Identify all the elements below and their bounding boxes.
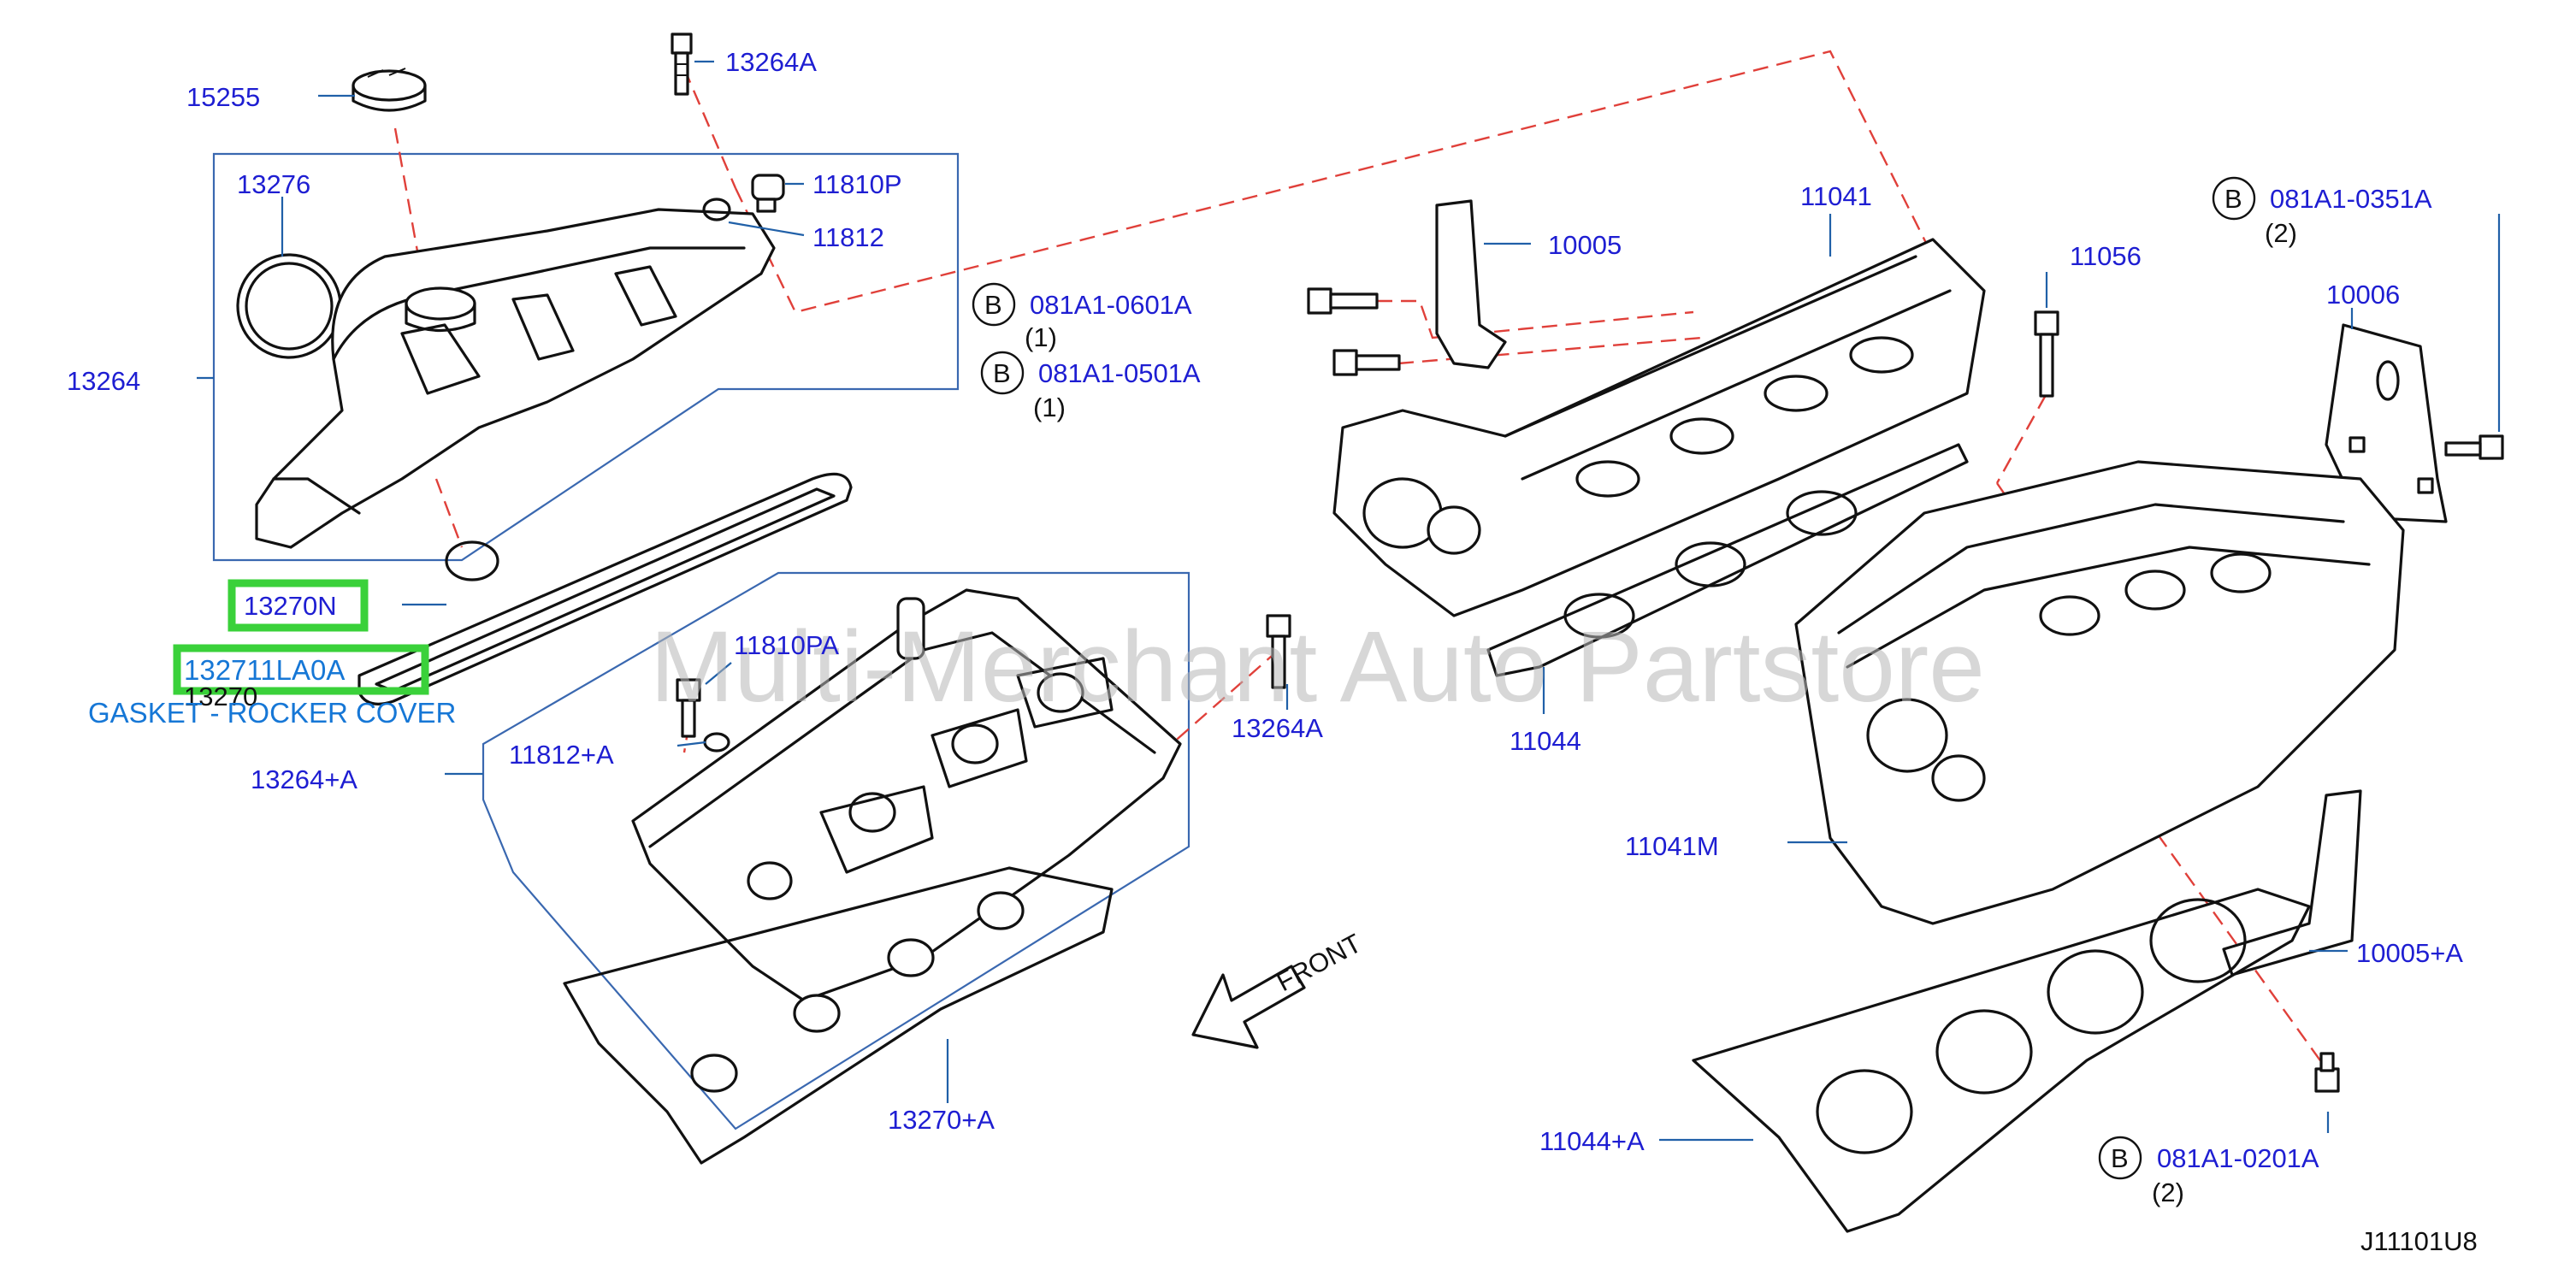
bolt-qty: (2) bbox=[2265, 218, 2297, 248]
dash-oring bbox=[434, 478, 464, 548]
highlight-132711LA0A[interactable] bbox=[173, 644, 429, 695]
gasket-13270-plus-A bbox=[563, 866, 1114, 1165]
cylinder-head-11041 bbox=[1332, 238, 1986, 617]
dash-13264A-top bbox=[682, 68, 737, 189]
label-13270plusA[interactable]: 13270+A bbox=[888, 1105, 995, 1135]
front-arrow-icon bbox=[1191, 965, 1306, 1049]
sensor-11810PA bbox=[676, 678, 701, 738]
bolt-code: 081A1-0501A bbox=[1038, 358, 1201, 388]
label-10005plusA[interactable]: 10005+A bbox=[2356, 938, 2463, 968]
plug-seal-3 bbox=[887, 938, 935, 977]
o-ring-13270N bbox=[445, 540, 499, 581]
callout-081A1-0351A[interactable]: B 081A1-0351A (2) bbox=[2212, 176, 2432, 248]
label-132711LA0A[interactable]: 132711LA0A bbox=[184, 654, 345, 686]
label-15255[interactable]: 15255 bbox=[186, 82, 260, 112]
label-11810P[interactable]: 11810P bbox=[812, 169, 902, 199]
badge-b-icon bbox=[980, 351, 1025, 395]
label-13264plusA[interactable]: 13264+A bbox=[251, 764, 357, 794]
plug-seal-4 bbox=[977, 891, 1025, 930]
front-label: FRONT bbox=[1272, 928, 1367, 997]
cylinder-head-11041M bbox=[1794, 460, 2405, 925]
label-10006[interactable]: 10006 bbox=[2326, 280, 2400, 310]
plug-seal-2 bbox=[793, 994, 841, 1033]
bolt-code: 081A1-0351A bbox=[2270, 184, 2432, 214]
bracket-10006 bbox=[2325, 323, 2448, 523]
callout-081A1-0601A[interactable]: B 081A1-0601A (1) bbox=[972, 282, 1192, 352]
leader-11812 bbox=[728, 221, 805, 237]
svg-text:B: B bbox=[2111, 1143, 2129, 1173]
bolt-13264A-mid bbox=[1266, 614, 1291, 689]
bolt-11056 bbox=[2034, 310, 2059, 398]
leader-11812A bbox=[676, 741, 706, 747]
svg-text:B: B bbox=[2224, 184, 2242, 214]
callout-081A1-0501A[interactable]: B 081A1-0501A (1) bbox=[980, 351, 1201, 422]
dash-cover-to-head bbox=[734, 50, 1935, 314]
gasket-13270 bbox=[357, 472, 853, 705]
label-13276[interactable]: 13276 bbox=[237, 169, 310, 199]
badge-b-icon bbox=[2212, 176, 2256, 221]
sensor-11810P bbox=[751, 174, 785, 213]
highlight-13270N[interactable] bbox=[227, 579, 369, 632]
label-10005[interactable]: 10005 bbox=[1548, 230, 1622, 260]
label-11041[interactable]: 11041 bbox=[1800, 181, 1872, 211]
label-13264[interactable]: 13264 bbox=[67, 366, 140, 396]
svg-text:B: B bbox=[984, 290, 1002, 320]
rocker-cover-group-frame-top bbox=[212, 152, 960, 562]
bolt-13264A-top bbox=[671, 32, 693, 96]
label-11812A[interactable]: 11812+A bbox=[509, 740, 614, 770]
o-ring-13276 bbox=[236, 253, 342, 359]
bolt-qty: (2) bbox=[2152, 1178, 2184, 1207]
label-11812[interactable]: 11812 bbox=[812, 222, 884, 252]
svg-text:B: B bbox=[993, 358, 1011, 388]
bolt-081A1-0501A bbox=[1332, 349, 1401, 376]
label-13270[interactable]: 13270 bbox=[184, 682, 257, 711]
bolt-081A1-0601A bbox=[1307, 287, 1379, 315]
bolt-qty: (1) bbox=[1033, 393, 1066, 422]
label-13264A-top[interactable]: 13264A bbox=[725, 47, 817, 77]
badge-b-icon bbox=[972, 282, 1016, 327]
label-13270N[interactable]: 13270N bbox=[244, 591, 337, 621]
watermark: Multi-Merchant Auto Partstore bbox=[650, 611, 1985, 723]
highlight-caption: GASKET - ROCKER COVER bbox=[88, 697, 456, 729]
label-11044[interactable]: 11044 bbox=[1510, 726, 1581, 756]
plug-seal-1 bbox=[690, 1054, 738, 1093]
label-13264A-mid[interactable]: 13264A bbox=[1232, 713, 1323, 743]
dash-11056 bbox=[1995, 394, 2047, 484]
dash-0501A bbox=[1397, 336, 1703, 365]
diagram-reference: J11101U8 bbox=[2360, 1226, 2478, 1256]
rocker-cover-group-frame-bottom bbox=[482, 571, 1191, 1130]
dash-lower-bolt bbox=[2129, 794, 2327, 1070]
bolt-code: 081A1-0601A bbox=[1030, 290, 1192, 320]
oil-filler-cap-15255 bbox=[352, 68, 427, 112]
bolt-081A1-0351A bbox=[2444, 434, 2504, 460]
washer-11812 bbox=[702, 198, 731, 221]
gasket-11044-plus-A bbox=[1692, 888, 2311, 1233]
label-11041M[interactable]: 11041M bbox=[1625, 831, 1719, 861]
rocker-cover-13264-plus-A bbox=[631, 588, 1182, 1002]
gasket-11044 bbox=[1486, 443, 1969, 677]
label-11056[interactable]: 11056 bbox=[2070, 241, 2142, 271]
bracket-10005 bbox=[1435, 199, 1507, 369]
leader-11810PA bbox=[705, 662, 732, 685]
callout-081A1-0201A[interactable]: B 081A1-0201A (2) bbox=[2098, 1136, 2319, 1207]
bolt-081A1-0201A bbox=[2314, 1052, 2340, 1093]
rocker-cover-13264 bbox=[255, 208, 776, 549]
dash-0601A bbox=[1377, 299, 1694, 339]
label-11044plusA[interactable]: 11044+A bbox=[1539, 1126, 1645, 1156]
badge-b-icon bbox=[2098, 1136, 2142, 1180]
bolt-code: 081A1-0201A bbox=[2157, 1143, 2319, 1173]
bolt-qty: (1) bbox=[1025, 322, 1057, 352]
washer-11812-plus-A bbox=[703, 732, 730, 753]
label-11810PA[interactable]: 11810PA bbox=[734, 630, 839, 660]
